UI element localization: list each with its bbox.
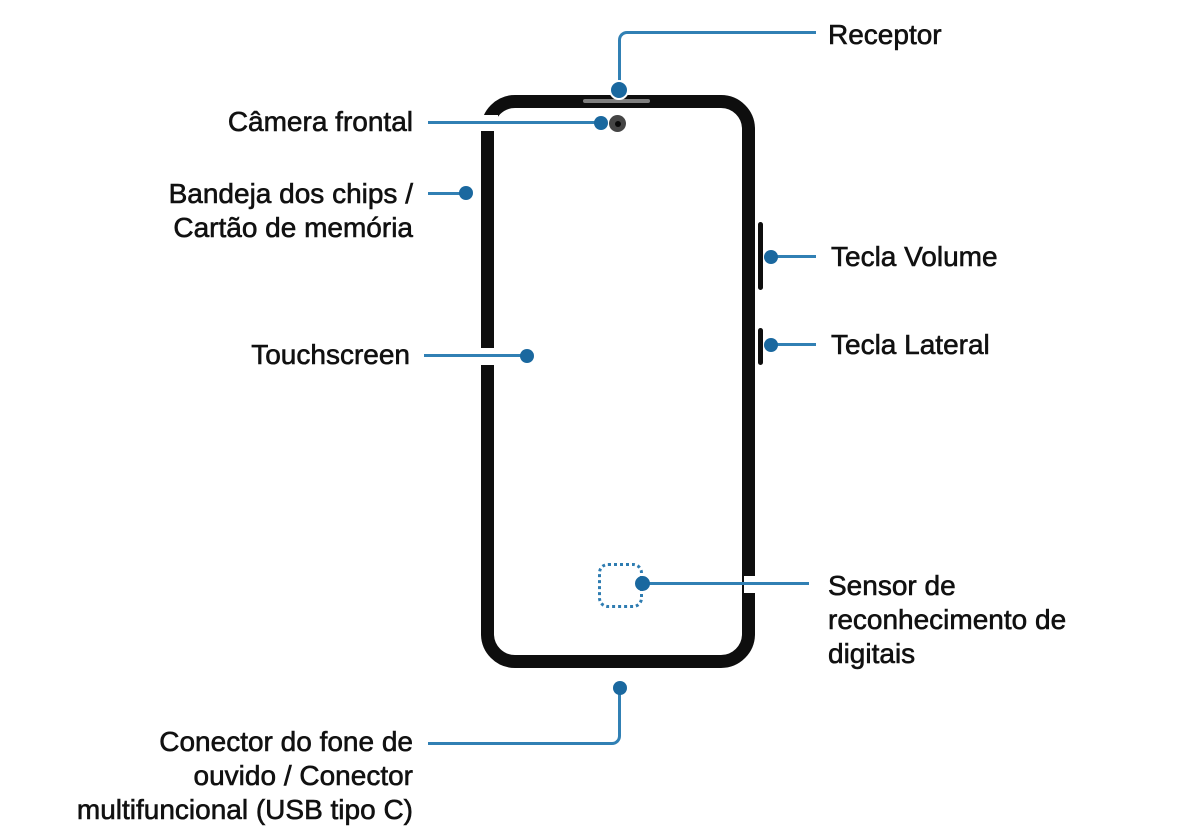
volume-key	[758, 222, 763, 290]
label-touchscreen: Touchscreen	[251, 339, 410, 371]
camera-callout-dot	[594, 116, 608, 130]
phone-body	[481, 95, 755, 668]
label-camera-frontal: Câmera frontal	[227, 106, 414, 138]
touchscreen-callout-line	[424, 354, 528, 357]
volume-callout-dot	[764, 250, 778, 264]
lateral-callout-line	[770, 343, 816, 346]
label-sensor-line2: reconhecimento de	[828, 604, 1067, 636]
front-camera	[609, 115, 626, 132]
sensor-callout-dot	[635, 576, 650, 591]
conector-callout-dot	[613, 681, 627, 695]
label-conector-line3: multifuncional (USB tipo C)	[76, 794, 414, 826]
label-receptor: Receptor	[828, 19, 942, 51]
front-camera-lens	[614, 120, 621, 127]
receptor-callout-line	[618, 31, 816, 87]
label-bandeja-line1: Bandeja dos chips /	[168, 178, 413, 210]
conector-callout-line	[428, 688, 621, 745]
side-key	[758, 328, 763, 365]
label-sensor-line1: Sensor de	[828, 570, 956, 602]
label-tecla-volume: Tecla Volume	[831, 241, 998, 273]
receptor-callout-dot	[609, 80, 629, 100]
label-sensor-line3: digitais	[828, 638, 916, 670]
bandeja-callout-dot	[459, 186, 473, 200]
volume-callout-line	[770, 255, 816, 258]
receiver-speaker-slot	[583, 99, 650, 103]
lateral-callout-dot	[764, 338, 778, 352]
bandeja-callout-line	[428, 192, 468, 195]
sensor-callout-line	[642, 582, 809, 585]
label-tecla-lateral: Tecla Lateral	[831, 329, 990, 361]
label-bandeja-line2: Cartão de memória	[173, 212, 413, 244]
touchscreen-callout-dot	[520, 349, 534, 363]
label-bandeja-cartao: Bandeja dos chips / Cartão de memória	[168, 177, 413, 245]
label-conector-line2: ouvido / Conector	[193, 760, 413, 792]
label-conector-line1: Conector do fone de	[159, 726, 413, 758]
camera-callout-line	[428, 121, 602, 124]
label-sensor-digitais: Sensor de reconhecimento de digitais	[828, 569, 1067, 671]
label-conector: Conector do fone de ouvido / Conector mu…	[76, 725, 414, 827]
